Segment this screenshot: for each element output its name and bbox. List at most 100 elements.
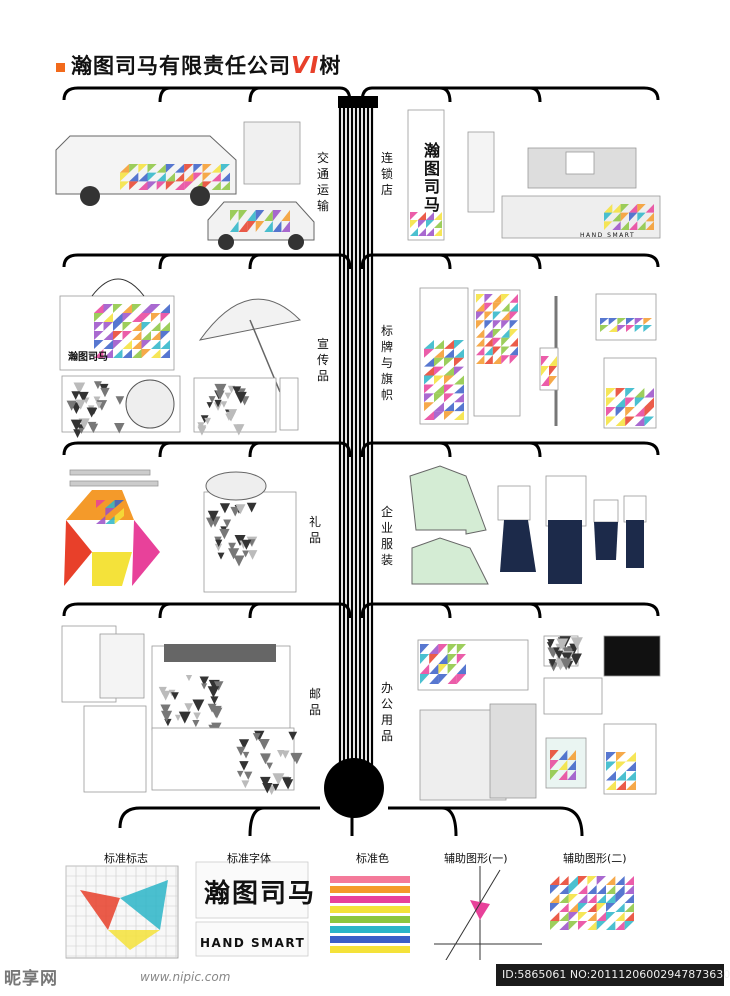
promo-tag	[279, 377, 299, 431]
root-twig	[441, 806, 458, 837]
pencil	[69, 480, 159, 487]
branch-left	[62, 602, 352, 619]
cd-disc	[125, 379, 175, 429]
uniform-trousers	[548, 520, 582, 584]
car-wheel	[288, 234, 304, 250]
trunk-top	[338, 96, 378, 108]
envelope-large-2	[151, 727, 295, 791]
letterhead	[83, 705, 147, 793]
lamp-flag-graphic	[541, 356, 557, 386]
aux1-diagonal	[439, 869, 501, 971]
card-front-pattern	[546, 636, 583, 672]
branch-label-chain-store: 连锁店	[380, 151, 393, 197]
bag-brand-text: 瀚图司马	[68, 352, 108, 363]
branch-label-office: 办公用品	[380, 681, 393, 743]
van-wheel	[190, 186, 210, 206]
branch-twig	[248, 602, 261, 619]
root-label-logo: 标准标志	[104, 852, 148, 865]
uniform-shirt-f	[497, 485, 531, 521]
uniform-trousers-2	[626, 520, 644, 568]
root-label-font: 标准字体	[227, 852, 271, 865]
branch-label-signage: 标牌与旗帜	[380, 324, 393, 402]
branch-twig	[158, 253, 171, 270]
logo-shape	[80, 890, 120, 930]
chain-sign-logo	[565, 151, 595, 175]
branch-twig	[248, 86, 261, 103]
footer-site-logo: 昵享网	[4, 969, 58, 989]
branch-right	[360, 441, 660, 458]
branch-left	[62, 441, 352, 458]
envelope-large-2-pattern	[236, 730, 303, 796]
sign-standee-graphic	[606, 388, 654, 426]
gift-box-right	[132, 520, 160, 586]
root-twig	[248, 806, 265, 837]
page-title: 瀚图司马有限责任公司VI树	[56, 50, 341, 80]
banner-brand-text: 瀚图司马	[424, 141, 441, 214]
van-rear	[243, 121, 301, 185]
color-swatch	[330, 926, 410, 933]
cd-pattern	[66, 381, 125, 438]
sign-standee	[603, 357, 657, 429]
gift-box-logo	[96, 500, 124, 524]
branch-twig	[529, 441, 542, 458]
envelope-large-flap	[164, 644, 276, 662]
sign-banner-1-graphic	[424, 340, 464, 420]
brand-en-wordmark: HAND SMART	[200, 936, 306, 950]
gift-box-bottom	[92, 552, 132, 586]
uniform-jacket	[409, 465, 487, 535]
uniform-skirt	[500, 520, 536, 572]
bag-handle	[91, 278, 145, 297]
branch-twig	[158, 441, 171, 458]
color-swatch	[330, 916, 410, 923]
branch-twig	[529, 602, 542, 619]
branch-right	[360, 602, 660, 619]
aux2-mosaic	[550, 876, 634, 930]
storefront-brand-text: HAND SMART	[580, 232, 636, 239]
title-main-text: 瀚图司马有限责任公司	[71, 54, 291, 78]
title-suffix-text: 树	[319, 54, 342, 78]
memo	[543, 677, 603, 715]
branch-label-transport: 交通运输	[316, 151, 329, 213]
pen	[69, 469, 151, 476]
branch-twig	[439, 86, 452, 103]
root-right	[388, 806, 584, 837]
gift-box-top	[66, 490, 134, 520]
promo-card-pattern	[197, 383, 250, 436]
logo-shape	[120, 880, 168, 930]
color-swatch	[330, 896, 410, 903]
chain-storefront	[501, 195, 661, 239]
gift-tshirt-pattern	[206, 502, 258, 567]
footer-site-url: www.nipic.com	[140, 970, 231, 984]
root-left	[118, 806, 320, 829]
chain-storefront-graphic	[604, 204, 654, 230]
color-swatch	[330, 946, 410, 953]
brand-cn-wordmark: 瀚图司马	[204, 879, 317, 909]
umbrella	[198, 298, 302, 341]
branch-twig	[529, 253, 542, 270]
gift-box-left	[64, 520, 92, 586]
branch-twig	[248, 441, 261, 458]
uniform-shirt-m	[545, 475, 587, 527]
branch-twig	[439, 441, 452, 458]
root-label-color: 标准色	[356, 852, 389, 865]
font-grid-en	[195, 921, 309, 957]
folder	[99, 633, 145, 699]
footer-image-id: ID:5865061 NO:20111206002947873630	[496, 964, 730, 986]
branch-label-gifts: 礼品	[308, 515, 321, 545]
sign-board-graphic	[600, 318, 652, 332]
folder-clear-graphic	[550, 750, 576, 780]
branch-label-post: 邮品	[308, 687, 321, 717]
sign-banner-2-graphic	[476, 294, 518, 364]
uniform-blouse-2	[593, 499, 619, 523]
chain-banner-graphic	[410, 212, 442, 236]
branch-twig	[439, 253, 452, 270]
car-wheel	[218, 234, 234, 250]
branch-label-uniforms: 企业服装	[380, 505, 393, 567]
car-graphic	[230, 210, 290, 232]
color-swatch	[330, 936, 410, 943]
chain-kiosk	[467, 131, 495, 213]
card-back	[603, 635, 661, 677]
branch-left	[62, 253, 352, 270]
branch-twig	[248, 253, 261, 270]
